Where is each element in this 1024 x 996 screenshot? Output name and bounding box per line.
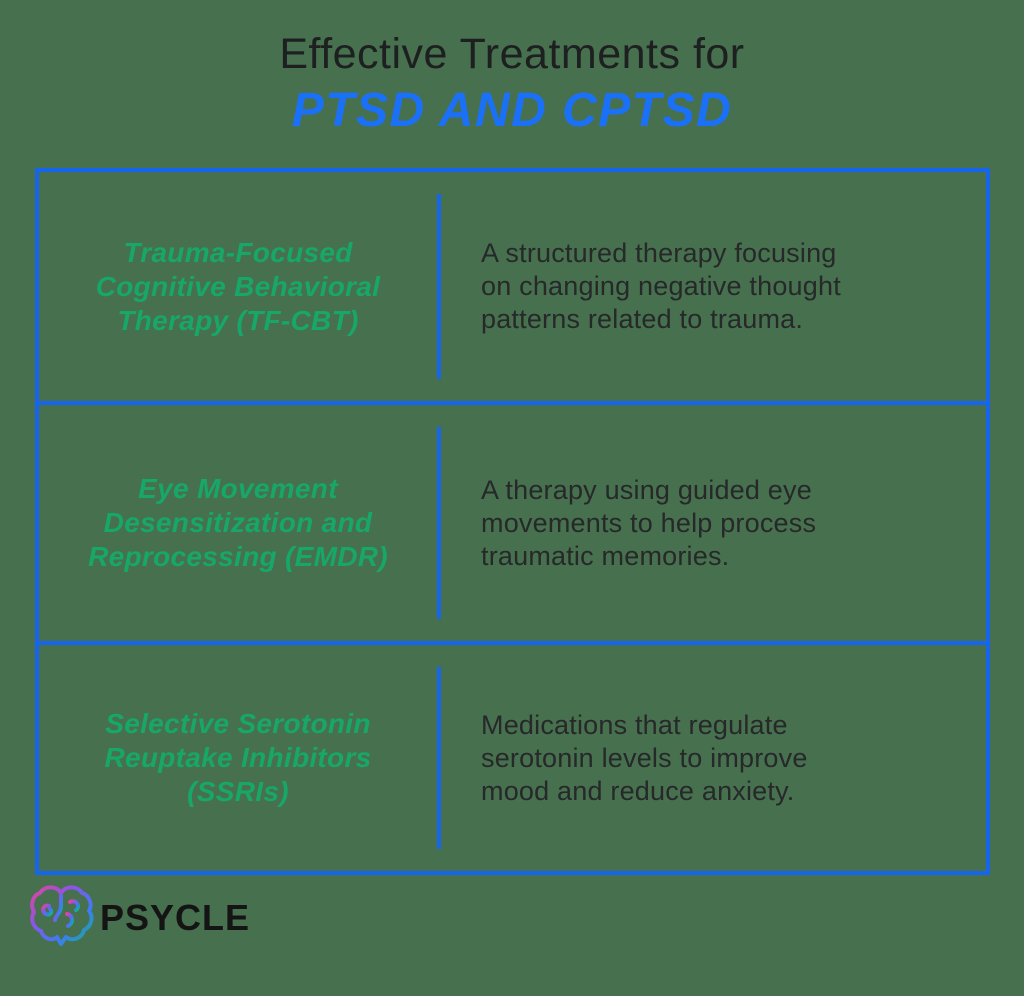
treatment-name-line: Reuptake Inhibitors: [104, 742, 372, 773]
treatment-name-cell: Trauma-Focused Cognitive Behavioral Ther…: [39, 236, 437, 338]
treatment-name-line: (SSRIs): [187, 776, 289, 807]
treatment-name-line: Trauma-Focused: [123, 236, 353, 268]
brain-icon: [28, 882, 94, 954]
treatment-description-line: A structured therapy focusing: [481, 238, 837, 268]
treatment-description-line: mood and reduce anxiety.: [481, 775, 795, 806]
row-divider: [39, 641, 986, 645]
treatment-description-line: traumatic memories.: [481, 540, 730, 571]
treatment-description-cell: Medications that regulate serotonin leve…: [441, 709, 986, 808]
treatment-description-line: Medications that regulate: [481, 709, 788, 740]
treatment-name-line: Eye Movement: [138, 473, 338, 504]
treatment-name-line: Cognitive Behavioral: [95, 270, 381, 302]
treatments-table: Trauma-Focused Cognitive Behavioral Ther…: [35, 168, 990, 875]
column-divider: [437, 667, 441, 849]
treatment-description-line: serotonin levels to improve: [481, 742, 808, 773]
treatment-name-line: Reprocessing (EMDR): [88, 541, 388, 572]
page-subtitle: PTSD AND CPTSD: [291, 84, 733, 137]
column-divider: [437, 194, 441, 379]
brand-logo: PSYCLE: [28, 882, 250, 954]
treatment-description-cell: A structured therapy focusing on changin…: [441, 237, 986, 336]
brand-wordmark: PSYCLE: [100, 897, 251, 938]
treatment-name-cell: Selective Serotonin Reuptake Inhibitors …: [39, 707, 437, 809]
page-title: Effective Treatments for: [279, 30, 745, 78]
table-row: Selective Serotonin Reuptake Inhibitors …: [39, 645, 986, 871]
treatment-description-line: patterns related to trauma.: [481, 304, 804, 334]
treatment-name-cell: Eye Movement Desensitization and Reproce…: [39, 472, 437, 574]
header: Effective Treatments for PTSD AND CPTSD: [0, 0, 1024, 138]
column-divider: [437, 427, 441, 619]
treatment-description-line: A therapy using guided eye: [481, 474, 812, 505]
row-divider: [39, 401, 986, 405]
treatment-description-line: movements to help process: [481, 507, 817, 538]
treatment-name-line: Therapy (TF-CBT): [117, 304, 359, 336]
table-row: Eye Movement Desensitization and Reproce…: [39, 405, 986, 641]
table-row: Trauma-Focused Cognitive Behavioral Ther…: [39, 172, 986, 401]
treatment-description-cell: A therapy using guided eye movements to …: [441, 474, 986, 573]
treatment-description-line: on changing negative thought: [481, 271, 841, 301]
treatment-name-line: Desensitization and: [103, 507, 373, 538]
treatment-name-line: Selective Serotonin: [105, 708, 371, 739]
